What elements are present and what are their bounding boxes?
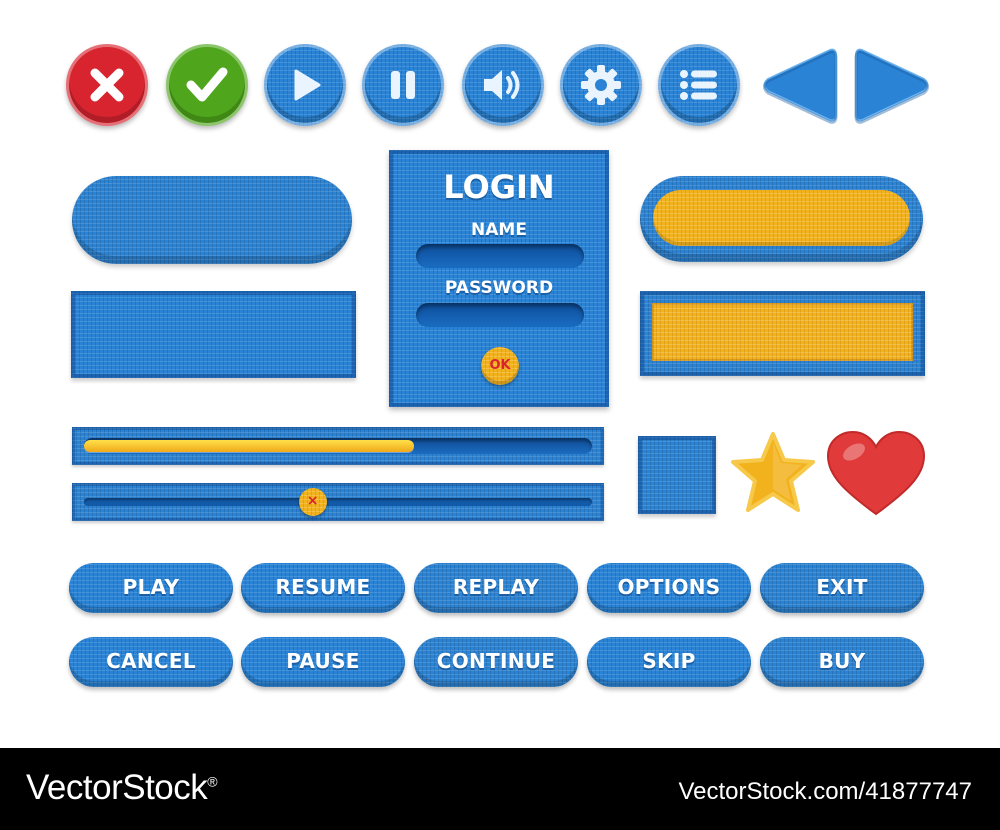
- progress-bar: [72, 427, 604, 465]
- blank-rect-panel: [71, 291, 356, 378]
- yellow-pill-panel: [640, 176, 923, 262]
- pause-icon: [391, 71, 415, 99]
- previous-button[interactable]: [758, 44, 840, 126]
- brand-logo: VectorStock®: [26, 768, 218, 808]
- continue-button[interactable]: CONTINUE: [414, 637, 578, 687]
- password-field[interactable]: [416, 303, 584, 327]
- options-button[interactable]: OPTIONS: [587, 563, 751, 613]
- blank-pill-panel: [72, 176, 352, 264]
- confirm-button[interactable]: [166, 44, 248, 126]
- login-title: LOGIN: [443, 168, 555, 206]
- yellow-pill-inner: [653, 190, 910, 246]
- gear-icon: [581, 65, 621, 105]
- square-tile: [638, 436, 716, 514]
- replay-button[interactable]: REPLAY: [414, 563, 578, 613]
- resume-button[interactable]: RESUME: [241, 563, 405, 613]
- yellow-rect-inner: [652, 303, 913, 361]
- close-icon: [90, 68, 124, 102]
- pause-text-button[interactable]: PAUSE: [241, 637, 405, 687]
- cancel-button[interactable]: CANCEL: [69, 637, 233, 687]
- slider-track: ×: [84, 488, 592, 516]
- name-field[interactable]: [416, 244, 584, 268]
- skip-button[interactable]: SKIP: [587, 637, 751, 687]
- heart-icon: [826, 430, 926, 518]
- play-button[interactable]: [264, 44, 346, 126]
- image-id: VectorStock.com/41877747: [678, 778, 972, 805]
- play-icon: [294, 69, 321, 101]
- volume-icon: [484, 70, 520, 100]
- menu-icon: [680, 70, 717, 100]
- footer-bar: VectorStock® VectorStock.com/41877747: [0, 748, 1000, 830]
- arrow-left-icon: [763, 48, 838, 124]
- close-button[interactable]: [66, 44, 148, 126]
- volume-slider[interactable]: ×: [72, 483, 604, 521]
- settings-button[interactable]: [560, 44, 642, 126]
- progress-track: [84, 438, 592, 454]
- star-icon: [728, 430, 818, 516]
- pause-button[interactable]: [362, 44, 444, 126]
- check-icon: [186, 67, 228, 102]
- name-label: NAME: [471, 220, 527, 240]
- brand-name: VectorStock: [26, 768, 208, 807]
- sound-button[interactable]: [462, 44, 544, 126]
- menu-button[interactable]: [658, 44, 740, 126]
- next-button[interactable]: [852, 44, 934, 126]
- slider-knob[interactable]: ×: [298, 488, 327, 516]
- arrow-right-icon: [854, 48, 929, 124]
- password-label: PASSWORD: [444, 278, 554, 298]
- ok-button[interactable]: OK: [481, 347, 519, 385]
- buy-button[interactable]: BUY: [760, 637, 924, 687]
- play-text-button[interactable]: PLAY: [69, 563, 233, 613]
- exit-button[interactable]: EXIT: [760, 563, 924, 613]
- brand-mark: ®: [207, 773, 218, 790]
- yellow-rect-panel: [640, 291, 925, 376]
- login-panel: LOGIN NAME PASSWORD OK: [389, 150, 609, 407]
- progress-fill: [84, 440, 415, 452]
